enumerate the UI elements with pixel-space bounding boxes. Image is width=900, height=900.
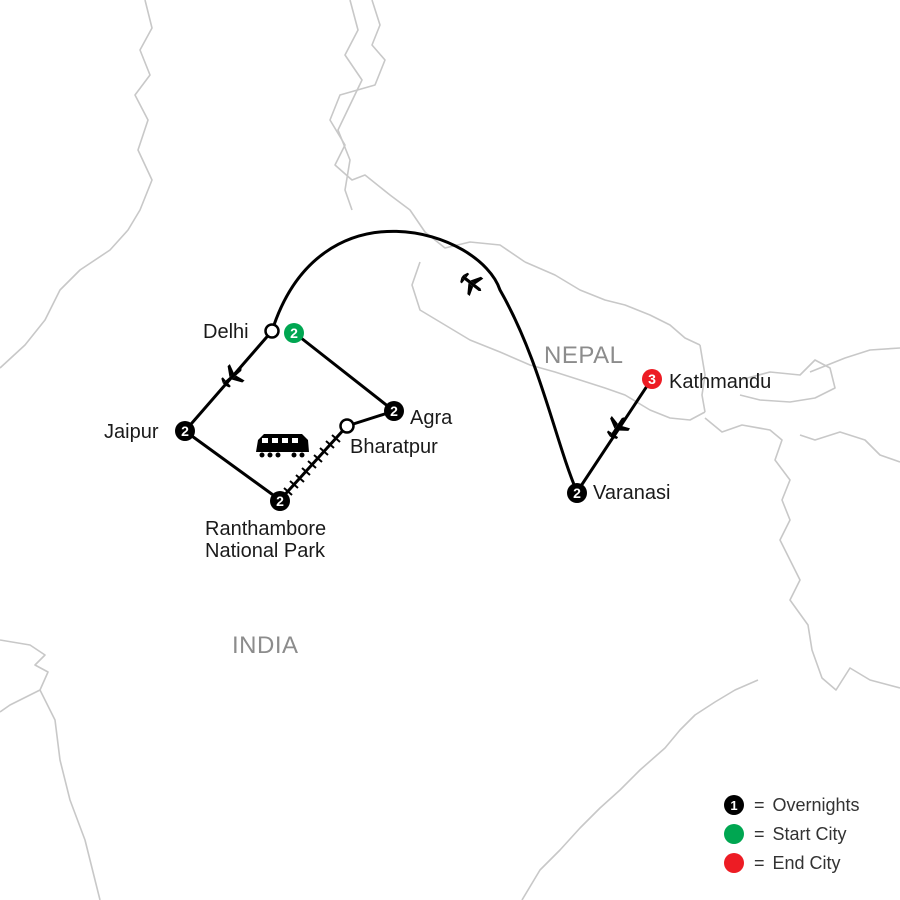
route-delhi-agra: [294, 332, 396, 413]
myanmar-border: [799, 431, 900, 463]
country-label-india: INDIA: [232, 632, 299, 659]
pakistan-border: [0, 0, 153, 369]
india-coast-west: [0, 639, 49, 713]
legend-equals: =: [754, 823, 765, 844]
delhi-transit-marker: [264, 323, 280, 339]
legend-overnights: 1 = Overnights: [724, 794, 860, 816]
agra-overnight-marker: 2: [384, 401, 404, 421]
city-label-kathmandu: Kathmandu: [669, 371, 772, 393]
plane-icon: [460, 272, 484, 296]
ranthambore-overnight-marker: 2: [270, 491, 290, 511]
bharatpur-transit-marker: [339, 418, 355, 434]
varanasi-overnight-marker: 2: [567, 483, 587, 503]
legend-label-end-city: End City: [772, 852, 841, 873]
svg-text:2: 2: [290, 325, 298, 341]
route-jaipur-ranthambore: [183, 429, 282, 502]
nepal-south-border: [411, 261, 706, 421]
svg-text:2: 2: [573, 485, 581, 501]
northeast-border: [809, 347, 900, 373]
nepal-north-border: [524, 261, 701, 346]
city-label-ranthambore-line2: National Park: [205, 540, 326, 562]
kathmandu-overnight-marker: 3: [642, 369, 662, 389]
country-label-nepal: NEPAL: [544, 342, 624, 369]
legend-equals: =: [754, 852, 765, 873]
delhi-overnight-marker: 2: [284, 323, 304, 343]
train-icon: [256, 434, 309, 458]
svg-text:2: 2: [276, 493, 284, 509]
india-coast-west-2: [39, 689, 101, 900]
city-label-delhi: Delhi: [203, 321, 249, 343]
legend-label-overnights: Overnights: [772, 794, 860, 815]
city-label-ranthambore-line1: Ranthambore: [205, 518, 327, 540]
end-city-icon: [724, 853, 744, 873]
route-delhi-varanasi-flight: [270, 229, 579, 494]
svg-text:3: 3: [648, 371, 656, 387]
city-label-bharatpur: Bharatpur: [350, 436, 438, 458]
plane-icon: [221, 364, 245, 388]
bangladesh-border: [704, 417, 900, 691]
plane-icon: [606, 416, 631, 439]
bhutan-border: [739, 359, 836, 403]
nepal-east-border: [699, 344, 706, 413]
legend-end-city: = End City: [724, 852, 841, 874]
overnights-icon: 1: [724, 795, 744, 815]
svg-text:2: 2: [181, 423, 189, 439]
jaipur-overnight-marker: 2: [175, 421, 195, 441]
city-label-jaipur: Jaipur: [104, 421, 159, 443]
kashmir-border: [337, 0, 363, 211]
city-label-varanasi: Varanasi: [593, 482, 671, 504]
svg-text:2: 2: [390, 403, 398, 419]
start-city-icon: [724, 824, 744, 844]
city-label-agra: Agra: [410, 407, 453, 429]
legend-equals: =: [754, 794, 765, 815]
railway-ties: [283, 434, 341, 496]
india-coast-east: [521, 679, 759, 900]
india-china-border: [329, 0, 526, 263]
routes: [183, 229, 653, 502]
legend-start-city: = Start City: [724, 823, 847, 845]
legend-label-start-city: Start City: [772, 823, 847, 844]
